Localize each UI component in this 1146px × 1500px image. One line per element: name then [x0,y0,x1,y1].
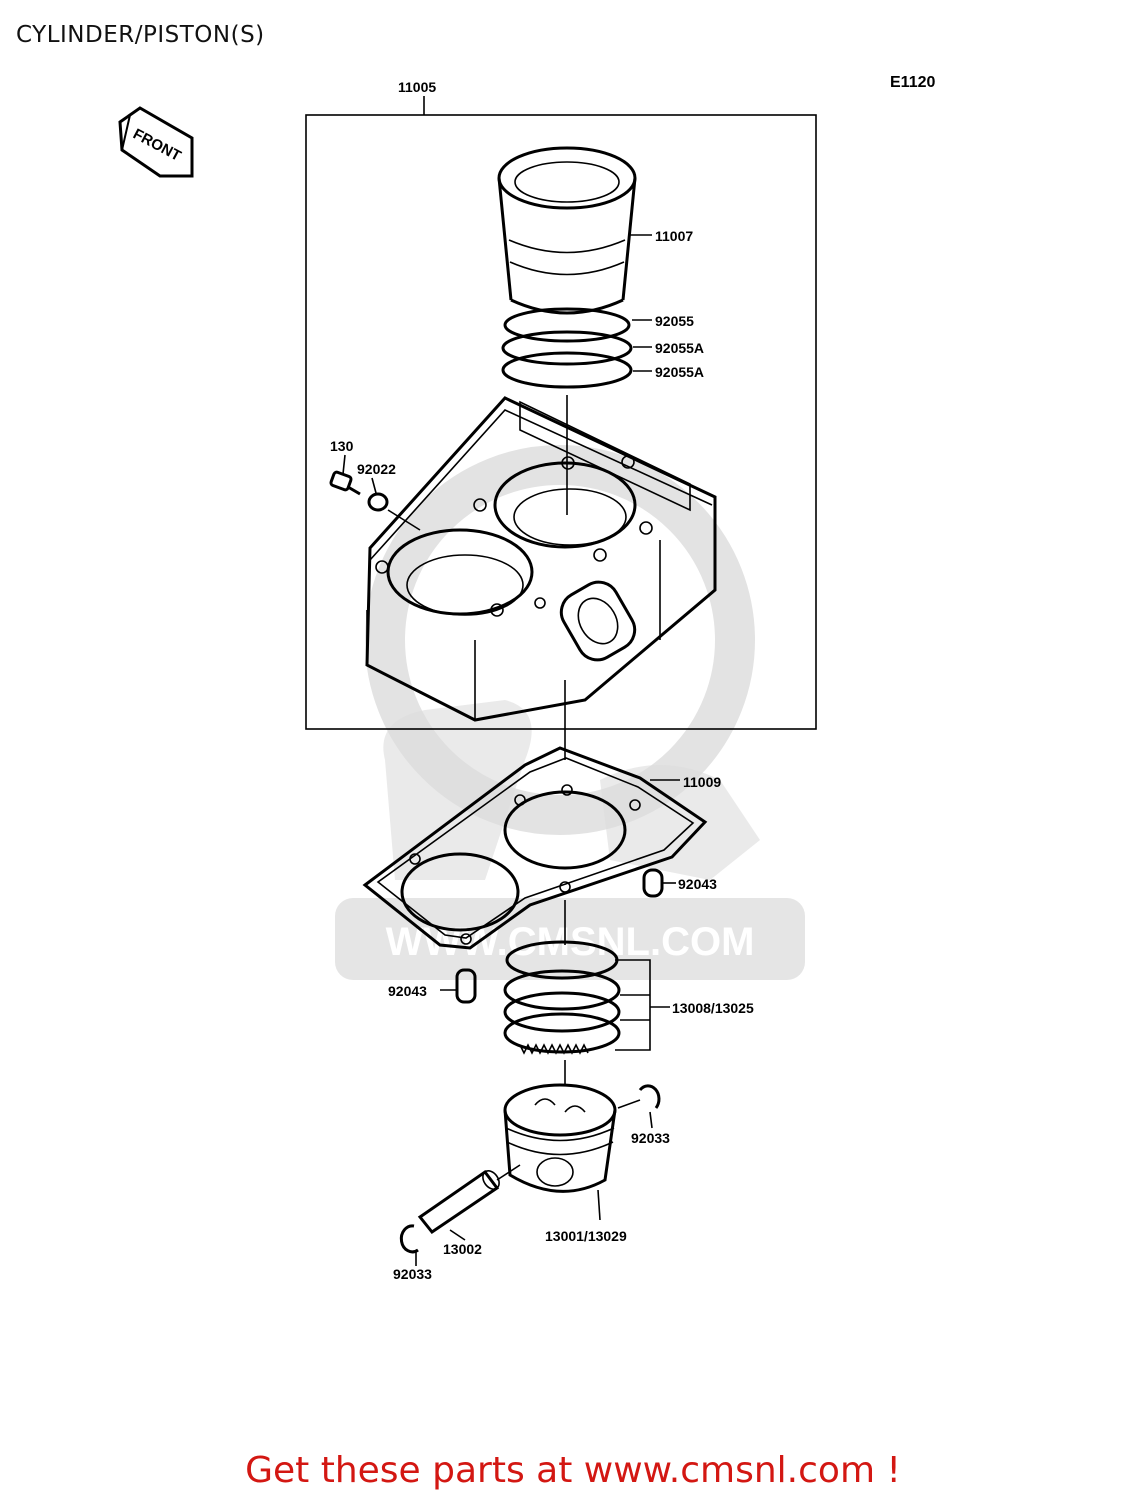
label-13008-13025: 13008/13025 [672,1000,754,1016]
label-11007: 11007 [655,228,693,244]
cylinder-block [365,396,717,722]
label-13001-13029: 13001/13029 [545,1228,627,1244]
dowel-pin-left [455,968,477,1004]
circlip-left [399,1224,419,1254]
label-92033-right: 92033 [631,1130,670,1146]
piston-pin [417,1169,500,1235]
label-92055a-lower: 92055A [655,364,704,380]
label-92043-right: 92043 [678,876,717,892]
label-92055: 92055 [655,313,694,329]
base-gasket [362,746,708,950]
exploded-parts-diagram: WWW.CMSNL.COM E1120 FRONT 11005 11007 92… [118,74,935,1282]
label-92043-left: 92043 [388,983,427,999]
piston [503,1083,617,1193]
label-130: 130 [330,438,354,454]
diagram-code: E1120 [890,74,935,91]
label-13002: 13002 [443,1241,482,1257]
oil-ring-set [501,307,633,389]
dowel-pin-right [642,868,664,898]
front-arrow-icon: FRONT [118,106,194,178]
label-92033-left: 92033 [393,1266,432,1282]
label-92022: 92022 [357,461,396,477]
watermark: WWW.CMSNL.COM [335,445,805,980]
cylinder-sleeve [497,146,637,315]
label-11005: 11005 [398,79,436,95]
label-11009: 11009 [683,774,721,790]
label-92055a-upper: 92055A [655,340,704,356]
footer-promo-link[interactable]: Get these parts at www.cmsnl.com ! [245,1450,901,1491]
circlip-right [638,1084,661,1109]
stud-bolt [329,470,361,496]
washer [367,492,389,512]
page-title: CYLINDER/PISTON(S) [16,22,265,48]
cylinder-assembly-box [305,114,817,730]
